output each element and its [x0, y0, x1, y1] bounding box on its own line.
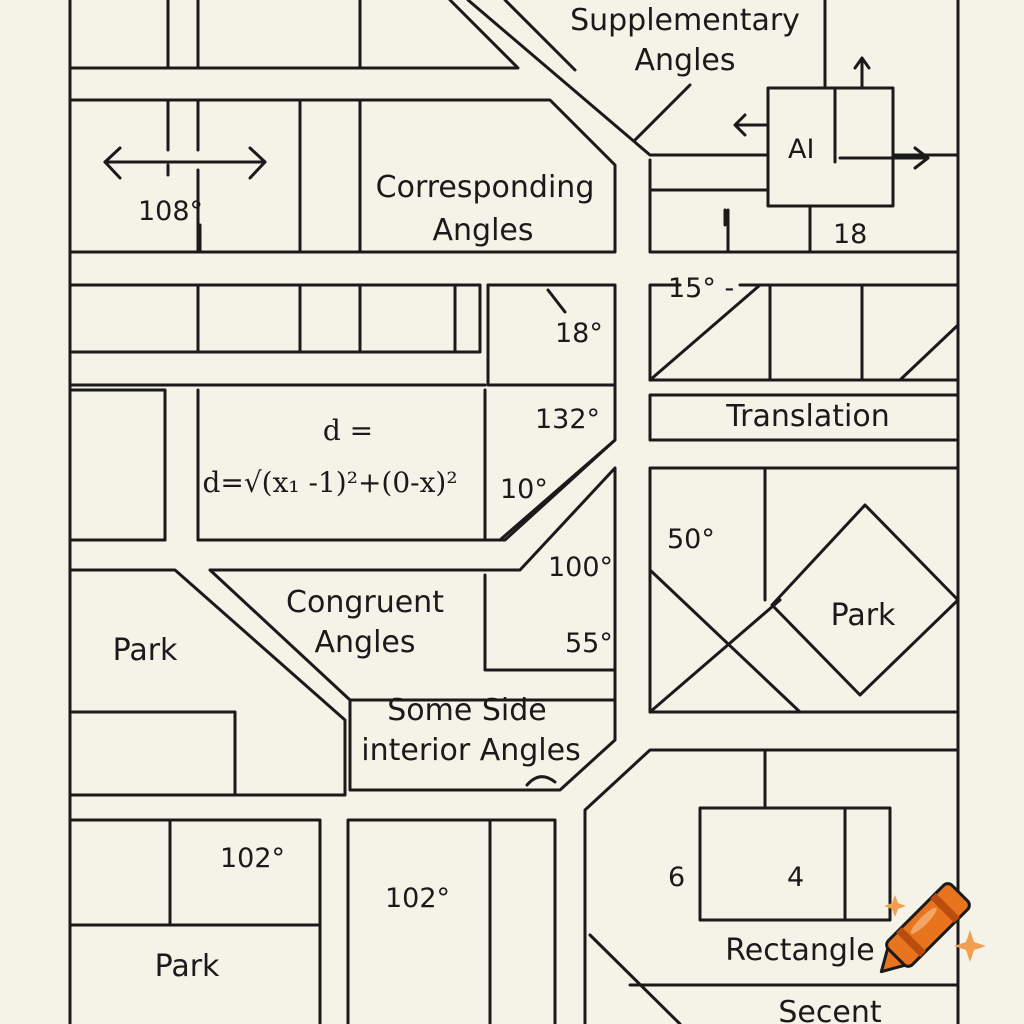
lower-left-dividers	[68, 818, 322, 927]
row2-dividers	[298, 98, 362, 254]
corresponding-label-1: Corresponding	[376, 170, 595, 205]
num-6-label: 6	[668, 862, 685, 893]
num-18-top-label: 18	[833, 219, 867, 250]
formula-line-1: d =	[323, 414, 373, 447]
lower-right-avenue	[583, 748, 960, 1024]
crayon-icon	[879, 882, 971, 974]
translation-label: Translation	[725, 399, 889, 434]
street-grid	[68, 0, 960, 1024]
angle-10-label: 10°	[500, 474, 548, 505]
row3-block-left	[68, 283, 482, 354]
middle-avenue-upper	[68, 438, 617, 542]
compass-arrows-icon	[723, 56, 930, 227]
row3-dividers	[196, 283, 457, 354]
same-side-block	[348, 698, 617, 792]
diamond-park-shape	[770, 503, 960, 697]
rectangle-shape	[698, 806, 892, 922]
congruent-divider	[483, 573, 617, 672]
angle-15-label: 15° -	[668, 273, 734, 304]
rectangle-label: Rectangle	[725, 933, 874, 968]
row2-ticks	[166, 163, 202, 254]
congruent-block	[208, 466, 617, 702]
lower-left-block	[68, 818, 322, 1024]
angle-102-label-a: 102°	[220, 843, 285, 874]
corresponding-label-2: Angles	[432, 213, 533, 248]
double-arrow-icon	[103, 146, 267, 180]
top-block-dividers	[166, 0, 362, 70]
park-left-outline	[68, 568, 347, 797]
park-bottom-label: Park	[155, 949, 220, 984]
secant-label: Secent	[778, 995, 881, 1024]
angle-100-label: 100°	[548, 552, 613, 583]
diagonal-avenue-top-inner	[503, 0, 577, 72]
top-block-edge	[68, 0, 520, 70]
angle-132-label: 132°	[535, 404, 600, 435]
row3-block-mid	[486, 283, 617, 542]
num-4-label: 4	[787, 862, 804, 893]
supplementary-label-1: Supplementary	[570, 3, 800, 38]
angle-55-label: 55°	[565, 628, 613, 659]
park-left-divider	[68, 710, 237, 797]
translation-block	[648, 393, 960, 442]
same-side-hook	[525, 775, 557, 787]
angle-50-label: 50°	[667, 524, 715, 555]
park-diamond-label: Park	[831, 598, 896, 633]
angle-18-label: 18°	[555, 318, 603, 349]
map-labels: Supplementary Angles AI 108° Correspondi…	[113, 3, 896, 1024]
diamond-park-cross	[648, 568, 802, 714]
right-row3-diagonal	[648, 283, 762, 382]
diamond-park-block	[648, 466, 960, 714]
ai-box-label: AI	[788, 134, 814, 165]
supplementary-label-2: Angles	[634, 43, 735, 78]
right-row3-dividers	[768, 283, 864, 382]
same-side-label-2: interior Angles	[361, 733, 580, 768]
angle-102-label-b: 102°	[385, 883, 450, 914]
row3-mid-divider	[486, 283, 617, 387]
leader-supplementary	[633, 83, 692, 142]
right-row2-dividers	[726, 203, 812, 254]
row2-block	[68, 98, 617, 254]
lower-mid-block	[346, 818, 557, 1024]
right-row3-corner	[898, 323, 960, 382]
sparkle-icon	[884, 895, 986, 962]
tick-18	[546, 288, 567, 314]
same-side-label-1: Some Side	[387, 693, 547, 728]
congruent-label-1: Congruent	[286, 585, 444, 620]
row2-left-street	[166, 98, 200, 254]
secant-diagonal	[588, 933, 682, 1024]
congruent-label-2: Angles	[314, 625, 415, 660]
park-left-label: Park	[113, 633, 178, 668]
formula-line-2: d=√(x₁ -1)²+(0-x)²	[202, 466, 457, 499]
angle-108-label: 108°	[138, 196, 203, 227]
